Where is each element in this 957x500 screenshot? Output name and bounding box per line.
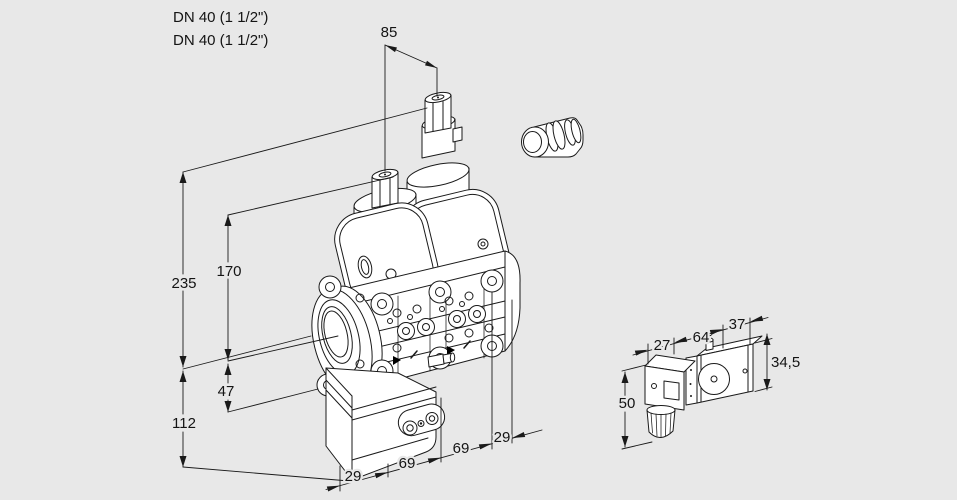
dim-label-64: 64 bbox=[693, 329, 710, 346]
product-label-dn-1: DN 40 (1 1/2") bbox=[173, 9, 268, 26]
dim-detail-top-chain: 27 64 37 bbox=[633, 314, 768, 364]
test-nipple bbox=[428, 353, 455, 367]
dim-235-112: 235 112 bbox=[169, 172, 199, 467]
dim-label-235: 235 bbox=[171, 275, 196, 292]
dim-label-112: 112 bbox=[172, 415, 196, 432]
dim-label-85: 85 bbox=[381, 24, 398, 41]
dimension-annotations: 235 112 170 47 85 bbox=[169, 22, 802, 492]
dim-label-29-right: 29 bbox=[494, 429, 511, 446]
dim-85: 85 bbox=[378, 22, 437, 171]
dim-label-29-left: 29 bbox=[345, 468, 362, 485]
product-labels: DN 40 (1 1/2") DN 40 (1 1/2") bbox=[171, 7, 271, 52]
detail-connector-plug bbox=[645, 355, 695, 410]
dim-bottom-chain: 29 69 69 29 bbox=[326, 292, 542, 492]
dim-label-34-5: 34,5 bbox=[771, 354, 800, 371]
dim-label-27: 27 bbox=[654, 337, 671, 354]
detail-spacer-plate bbox=[686, 356, 697, 405]
dim-170-47: 170 47 bbox=[214, 215, 244, 412]
projection-lines bbox=[183, 108, 427, 481]
dim-50: 50 bbox=[616, 365, 652, 449]
dim-label-69-right: 69 bbox=[453, 440, 470, 457]
dim-34-5: 34,5 bbox=[755, 334, 802, 392]
cable-gland-part bbox=[522, 118, 584, 157]
dim-label-170: 170 bbox=[216, 263, 241, 280]
detail-coil-body bbox=[697, 335, 762, 403]
product-label-dn-2: DN 40 (1 1/2") bbox=[173, 32, 268, 49]
detail-cable-gland bbox=[647, 406, 675, 438]
dim-label-69-left: 69 bbox=[399, 455, 416, 472]
lower-flange-block bbox=[326, 368, 448, 480]
pressure-test-ports bbox=[395, 401, 447, 439]
small-screws bbox=[356, 292, 493, 368]
coil-detail-drawing bbox=[645, 335, 762, 437]
flow-direction-markers bbox=[393, 341, 470, 365]
dim-label-50: 50 bbox=[619, 395, 636, 412]
valve-assembly-drawing bbox=[302, 91, 583, 480]
dim-label-37: 37 bbox=[729, 316, 746, 333]
seat-bolts bbox=[398, 306, 486, 340]
detail-top-screw bbox=[706, 335, 713, 350]
dim-label-47: 47 bbox=[218, 383, 235, 400]
